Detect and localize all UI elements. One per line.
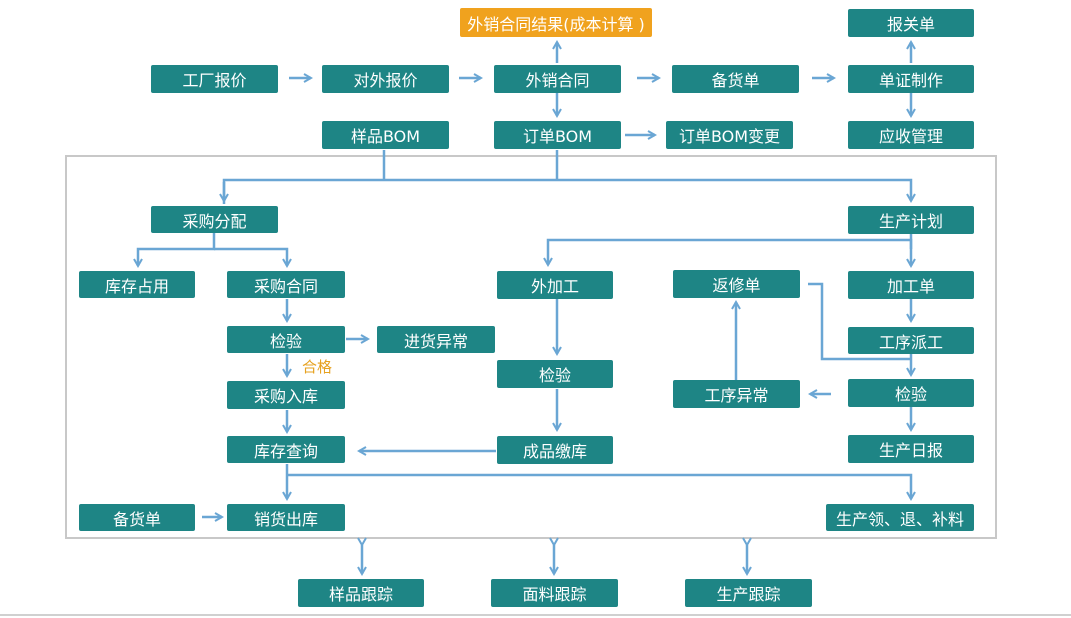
node-export-quote[interactable]: 对外报价 <box>322 65 449 93</box>
node-outsource-inspection[interactable]: 检验 <box>497 360 613 388</box>
node-production-inspection[interactable]: 检验 <box>848 379 974 407</box>
arrow-alloc-to-inventory-use <box>138 233 216 266</box>
node-purchase-warehousing[interactable]: 采购入库 <box>227 381 345 409</box>
line-bom-distribution <box>222 178 911 204</box>
node-processing-order[interactable]: 加工单 <box>848 271 974 299</box>
node-purchase-allocation[interactable]: 采购分配 <box>151 206 278 233</box>
node-inventory-query[interactable]: 库存查询 <box>227 436 345 463</box>
arrow-query-to-material <box>287 473 911 499</box>
node-production-daily-report[interactable]: 生产日报 <box>848 435 974 463</box>
node-production-plan[interactable]: 生产计划 <box>848 206 974 234</box>
node-material-requisition[interactable]: 生产领、退、补料 <box>826 504 974 531</box>
line-rework-to-inspect <box>808 282 911 361</box>
node-contract-result[interactable]: 外销合同结果(成本计算 ) <box>460 8 652 37</box>
node-sample-bom[interactable]: 样品BOM <box>322 121 449 149</box>
node-stock-prep-top[interactable]: 备货单 <box>672 65 799 93</box>
node-purchase-inspection[interactable]: 检验 <box>227 326 345 353</box>
node-outsourcing[interactable]: 外加工 <box>497 271 613 299</box>
bottom-divider <box>0 614 1071 616</box>
node-sales-delivery[interactable]: 销货出库 <box>227 504 345 531</box>
node-process-dispatch[interactable]: 工序派工 <box>848 327 974 354</box>
label-qualified: 合格 <box>302 358 333 376</box>
node-order-bom[interactable]: 订单BOM <box>494 121 621 149</box>
node-document-making[interactable]: 单证制作 <box>848 65 974 93</box>
node-inventory-occupation[interactable]: 库存占用 <box>79 271 195 298</box>
node-purchase-contract[interactable]: 采购合同 <box>227 271 345 298</box>
node-export-contract[interactable]: 外销合同 <box>494 65 621 93</box>
node-finished-goods-warehousing[interactable]: 成品缴库 <box>497 436 613 464</box>
node-production-tracking[interactable]: 生产跟踪 <box>685 579 812 607</box>
node-stock-prep-bottom[interactable]: 备货单 <box>79 504 195 531</box>
node-order-bom-change[interactable]: 订单BOM变更 <box>666 121 793 149</box>
arrow-alloc-to-purchase-contract <box>214 247 287 266</box>
node-receivables[interactable]: 应收管理 <box>848 121 974 149</box>
process-frame <box>65 155 997 539</box>
node-sample-tracking[interactable]: 样品跟踪 <box>298 579 424 607</box>
arrow-plan-to-outsource <box>548 238 913 265</box>
node-customs-declaration[interactable]: 报关单 <box>848 9 974 37</box>
node-fabric-tracking[interactable]: 面料跟踪 <box>491 579 618 607</box>
node-process-exception[interactable]: 工序异常 <box>673 380 800 408</box>
node-factory-quote[interactable]: 工厂报价 <box>151 65 278 93</box>
node-receipt-exception[interactable]: 进货异常 <box>377 326 495 353</box>
node-rework-order[interactable]: 返修单 <box>673 270 800 298</box>
